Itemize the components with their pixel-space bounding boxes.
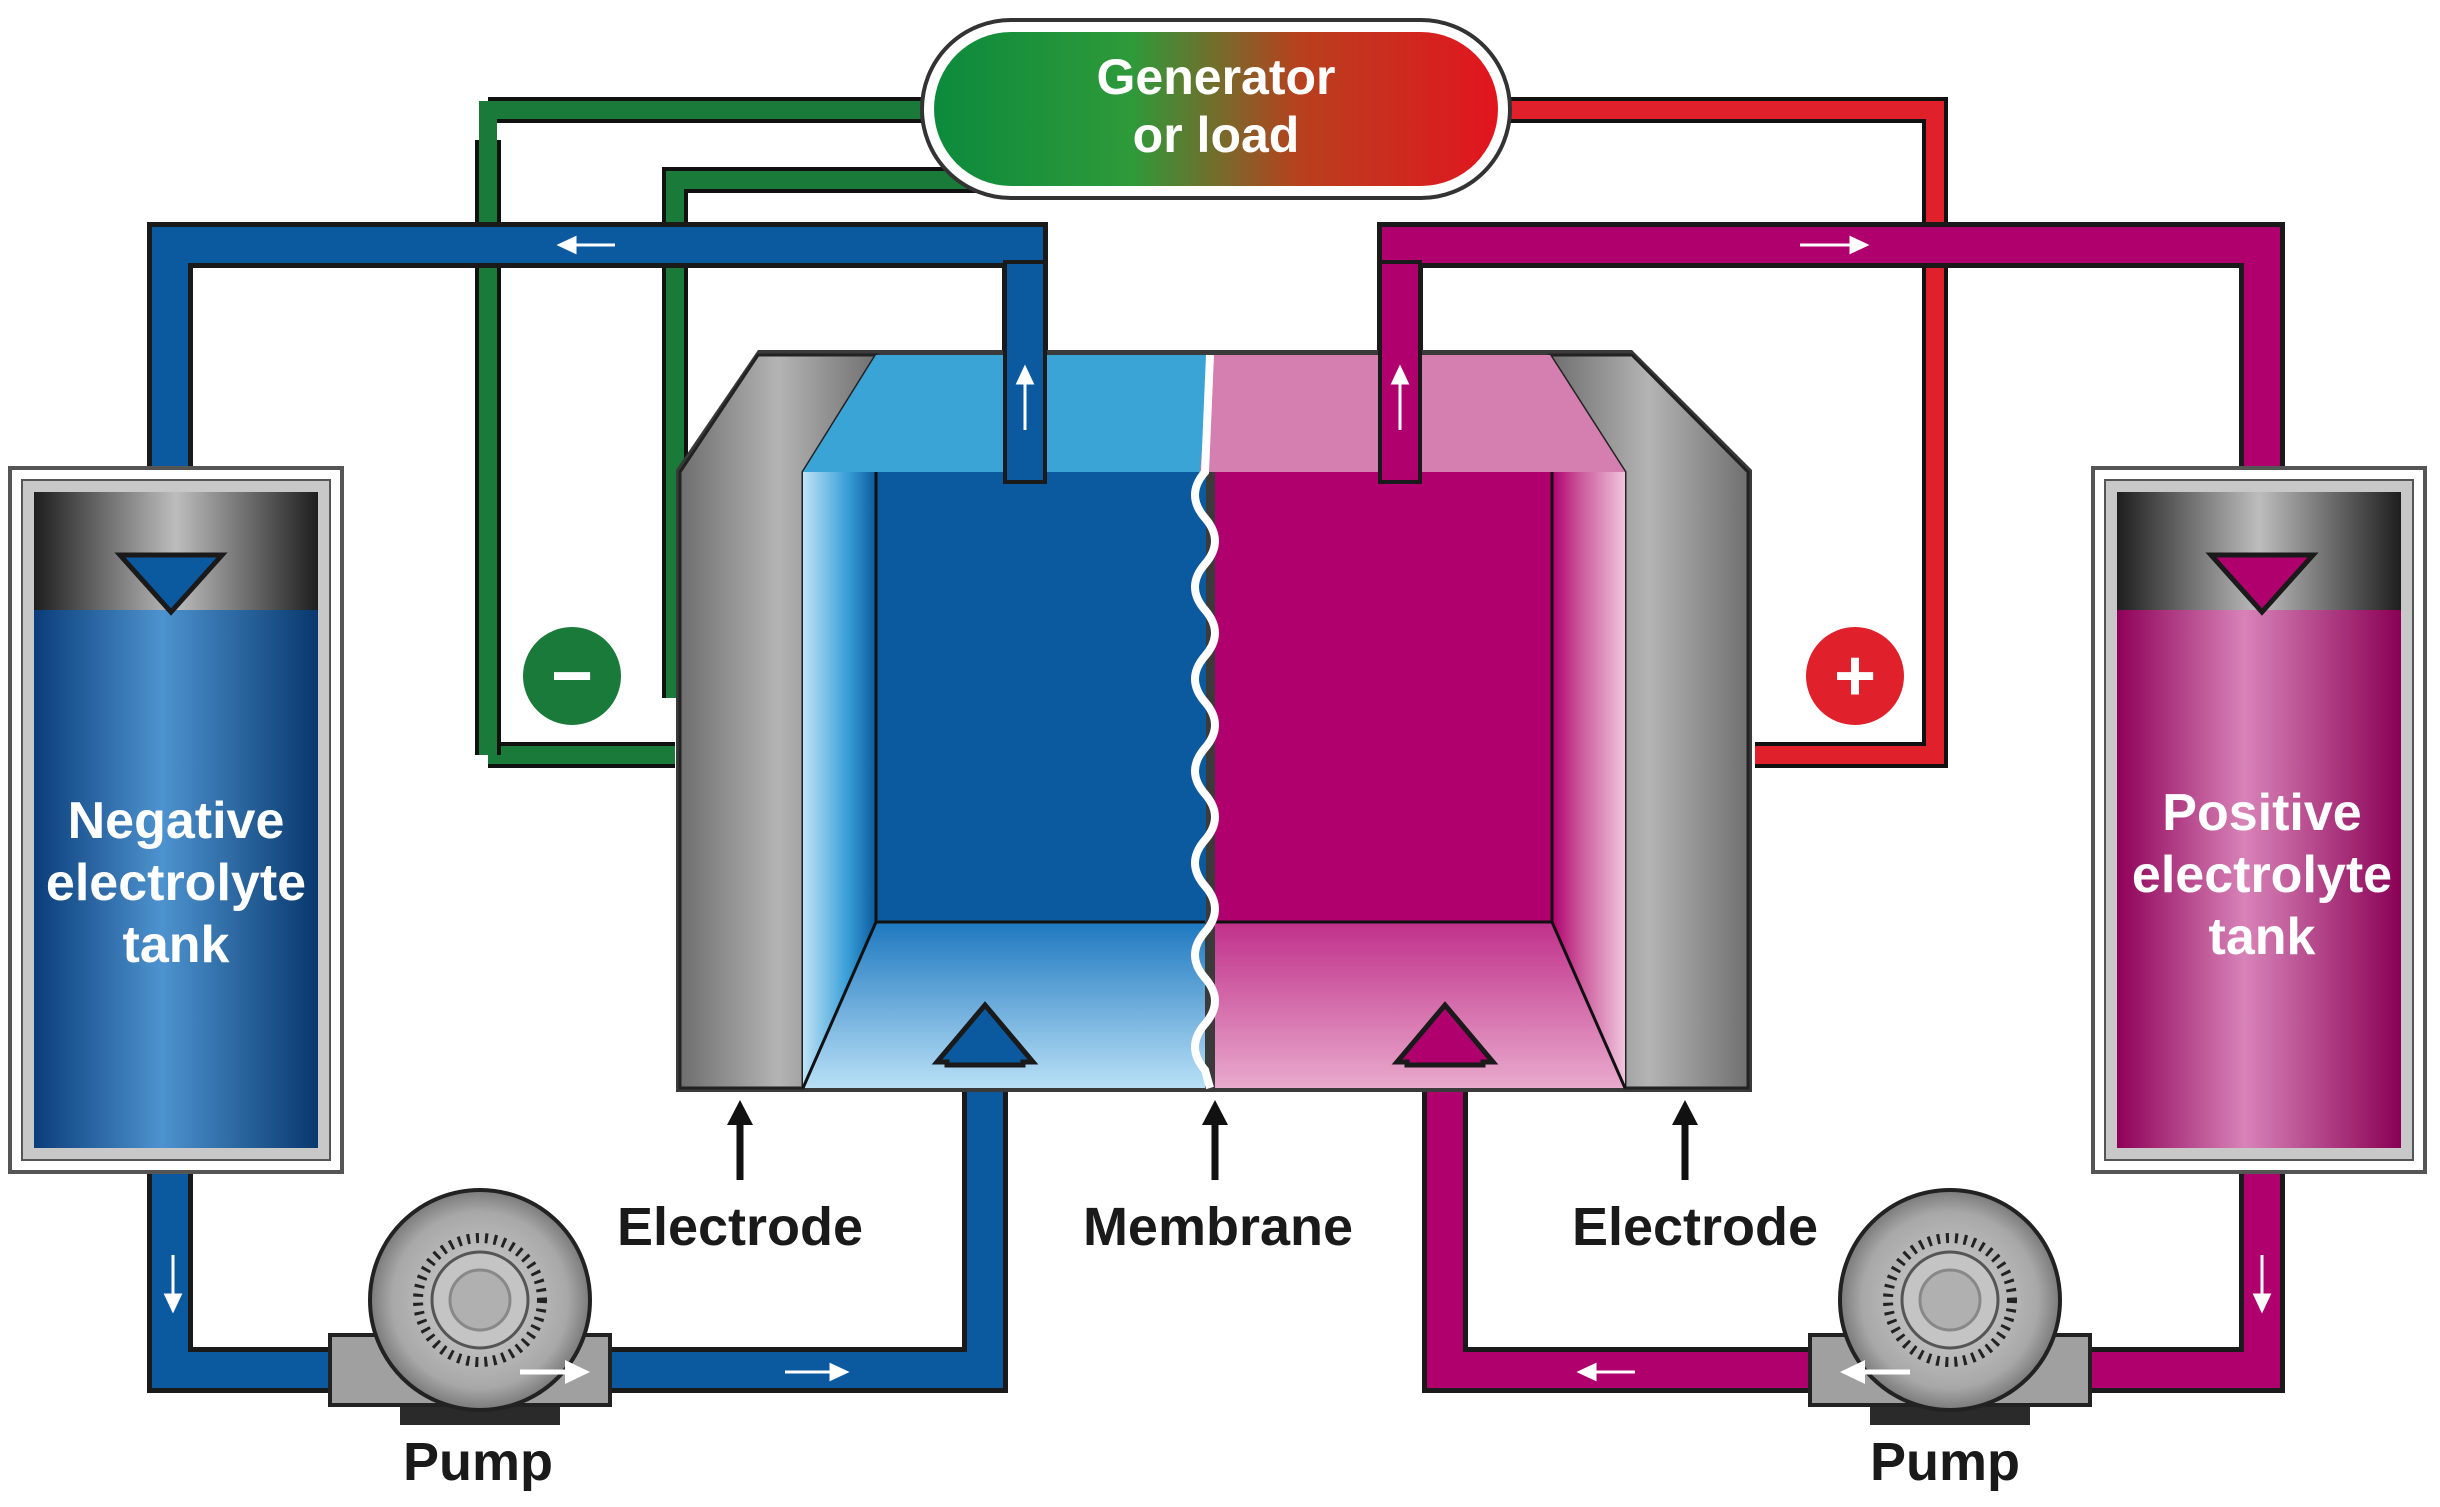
positive-terminal: + [1800, 621, 1910, 731]
flow-arrow-right-top [1800, 235, 1870, 255]
electrode-right-pointer [1672, 1100, 1698, 1180]
flow-arrow-neg-bottom [785, 1362, 850, 1382]
positive-cell-inlet-arrow [1391, 1001, 1499, 1068]
electrode-right-label: Electrode [1572, 1197, 1818, 1257]
positive-wire [1500, 97, 1948, 768]
membrane-label: Membrane [1083, 1197, 1353, 1257]
membrane-line [1191, 354, 1219, 1090]
flow-cell [676, 350, 1752, 1092]
left-pump-arrow [520, 1360, 590, 1384]
load-label-line1: Generator [1097, 49, 1336, 105]
flow-arrow-pos-down [2252, 1255, 2272, 1314]
pump-right-label: Pump [1870, 1432, 2020, 1492]
negative-supply-pipe [147, 1065, 1008, 1393]
positive-tank-inlet-arrow [2205, 552, 2319, 616]
negative-half-back [876, 472, 1206, 922]
flow-arrow-left-top [556, 235, 615, 255]
negative-tank-label-line2: electrolyte [46, 854, 306, 912]
left-pump [328, 1188, 612, 1425]
negative-tank-label-line1: Negative [68, 792, 285, 850]
negative-half-floor [803, 922, 1205, 1088]
positive-tank-label-line3: tank [2209, 908, 2316, 966]
flow-arrows [163, 235, 2272, 1382]
negative-tank-label-line3: tank [123, 916, 230, 974]
flow-arrow-pos-up [1390, 364, 1410, 430]
positive-electrolyte-tank: Positive electrolyte tank [2091, 466, 2427, 1174]
negative-terminal-sign: − [551, 636, 593, 716]
flow-arrow-neg-up [1015, 364, 1035, 430]
negative-cell-inlet-arrow [931, 1001, 1039, 1068]
positive-half-right-wall [1552, 472, 1625, 1088]
right-pump [1808, 1188, 2092, 1425]
flow-arrow-pos-bottom [1576, 1362, 1635, 1382]
negative-tank-inlet-arrow [114, 552, 228, 616]
right-pump-arrow [1840, 1360, 1910, 1384]
positive-terminal-sign: + [1834, 636, 1876, 716]
negative-half-left-wall [803, 472, 876, 1088]
electrode-left-label: Electrode [617, 1197, 863, 1257]
positive-supply-pipe [1422, 1065, 2285, 1393]
positive-tank-label-line1: Positive [2162, 784, 2361, 842]
electrode-left-pointer [727, 1100, 753, 1180]
positive-half-back [1215, 472, 1552, 922]
load-label-line2: or load [1133, 107, 1300, 163]
positive-tank-label-line2: electrolyte [2132, 846, 2392, 904]
pump-left-label: Pump [403, 1432, 553, 1492]
flow-arrow-neg-down [163, 1255, 183, 1314]
positive-half-floor [1215, 922, 1625, 1088]
negative-terminal: − [517, 621, 627, 731]
generator-load: Generator or load [920, 18, 1512, 200]
membrane-pointer [1202, 1100, 1228, 1180]
